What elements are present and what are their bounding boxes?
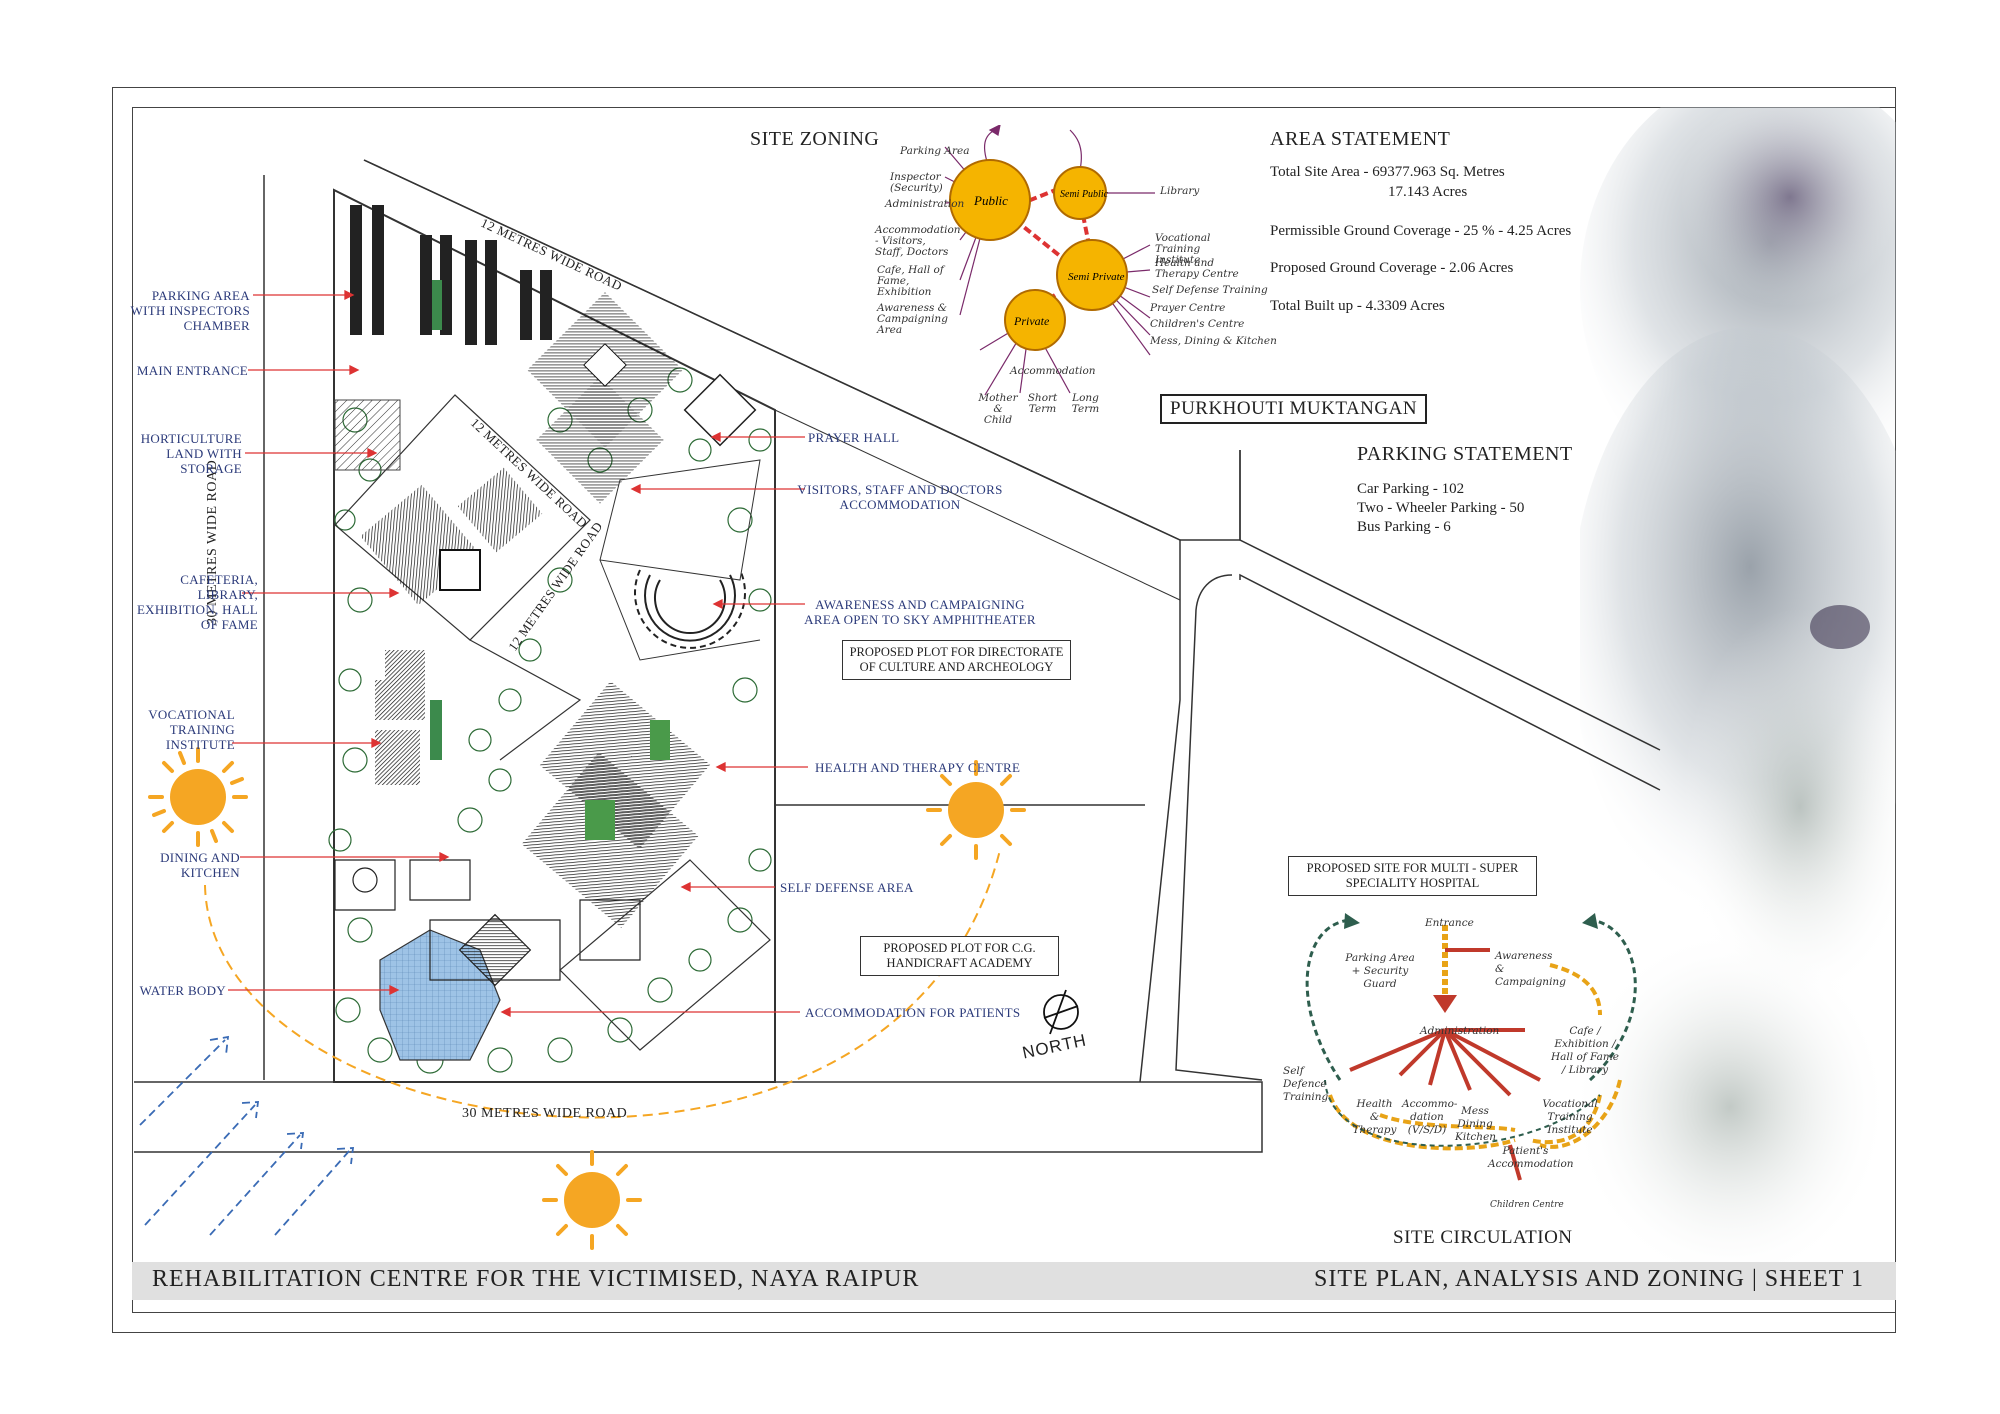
callout-main-entrance: MAIN ENTRANCE [136,363,248,378]
area-total-site: Total Site Area - 69377.963 Sq. Metres [1270,164,1505,180]
circ-label-health: Health & Therapy [1352,1098,1397,1136]
callout-prayer-hall: PRAYER HALL [808,430,900,445]
callout-arrows-left [228,289,450,996]
north-arrow-icon [1043,989,1079,1035]
area-permissible: Permissible Ground Coverage - 25 % - 4.2… [1270,223,1572,239]
sun-path [204,849,1001,1119]
circ-label-self-defense: Self Defence Training [1283,1065,1329,1103]
callout-self-defense: SELF DEFENSE AREA [780,880,914,895]
zone-semi-public: Semi Public [1060,189,1109,200]
amphitheater [634,569,746,649]
circ-label-entrance: Entrance [1425,917,1474,929]
site-name-box: PURKHOUTI MUKTANGAN [1160,394,1428,424]
prayer-hall [683,373,757,447]
area-built-up: Total Built up - 4.3309 Acres [1270,298,1445,314]
plot-label-hospital: PROPOSED SITE FOR MULTI - SUPER SPECIALI… [1288,856,1537,896]
parking-statement-heading: PARKING STATEMENT [1357,443,1573,465]
callout-awareness: AWARENESS AND CAMPAIGNING AREA OPEN TO S… [804,597,1036,627]
circ-label-admin: Administration [1420,1025,1500,1037]
zoning-label-self-defense: Self Defense Training [1152,284,1268,296]
zone-public: Public [973,193,1008,208]
site-zoning-heading: SITE ZONING [750,128,880,150]
vocational-block [375,650,442,785]
zoning-label-long-term: Long Term [1071,392,1100,415]
callout-water-body: WATER BODY [139,983,226,998]
sheet-title: SITE PLAN, ANALYSIS AND ZONING | SHEET 1 [1314,1266,1864,1292]
zoning-label-health: Health and Therapy Centre [1155,257,1239,280]
parking-car: Car Parking - 102 [1357,481,1465,497]
zone-semi-private: Semi Private [1068,271,1125,283]
area-total-site-acres: 17.143 Acres [1388,184,1468,200]
watercolor-decoration [1580,107,1896,1262]
site-zoning-diagram: Public Semi Public Semi Private Private [944,125,1155,396]
visitors-accommodation [527,292,683,504]
road-label-30-bottom: 30 METRES WIDE ROAD [462,1106,628,1121]
plot-label-handicraft: PROPOSED PLOT FOR C.G. HANDICRAFT ACADEM… [860,936,1059,976]
circ-label-mess: Mess Dining Kitchen [1455,1105,1497,1143]
zoning-label-mess: Mess, Dining & Kitchen [1150,335,1277,347]
zoning-label-accommodation-visitors: Accommodation - Visitors, Staff, Doctors [875,224,961,258]
callout-parking: PARKING AREA WITH INSPECTORS CHAMBER [130,288,250,333]
area-statement-heading: AREA STATEMENT [1270,128,1451,150]
circ-label-children: Children Centre [1490,1200,1564,1210]
zone-private: Private [1013,314,1050,328]
zoning-label-mother-child: Mother & Child [978,392,1018,426]
plot-label-directorate: PROPOSED PLOT FOR DIRECTORATE OF CULTURE… [842,640,1071,680]
zoning-label-accommodation: Accommodation [1010,365,1096,377]
callout-health: HEALTH AND THERAPY CENTRE [815,760,1021,775]
parking-rows [350,205,552,345]
circ-label-awareness: Awareness & Campaigning [1495,950,1566,988]
circ-label-vocational: Vocational Training Institute [1542,1098,1598,1136]
zoning-label-parking: Parking Area [900,145,970,157]
circ-label-patients: Patient's Accommodation [1488,1145,1574,1170]
patients-accommodation [429,899,641,987]
zoning-label-short-term: Short Term [1027,392,1058,415]
sheet-inner-frame [132,107,1896,1313]
zoning-label-inspector: Inspector (Security) [890,171,943,194]
health-centre [521,681,711,928]
cafeteria-block [360,467,543,606]
circ-label-accommodation: Accommo-dation (V/S/D) [1402,1098,1458,1136]
project-title: REHABILITATION CENTRE FOR THE VICTIMISED… [152,1266,920,1292]
site-circulation-diagram [1305,913,1637,1181]
zoning-label-vocational: Vocational Training Institute [1155,232,1211,266]
circ-label-parking: Parking Area + Security Guard [1345,952,1415,990]
callout-vocational: VOCATIONAL TRAINING INSTITUTE [148,707,235,752]
sun-icon [542,1150,642,1250]
parking-two-wheeler: Two - Wheeler Parking - 50 [1357,500,1525,516]
water-body [379,929,501,1061]
zoning-label-prayer: Prayer Centre [1150,302,1226,314]
dining-block [334,859,471,911]
zoning-label-children: Children's Centre [1150,318,1245,330]
parking-bus: Bus Parking - 6 [1357,519,1451,535]
callout-visitors: VISITORS, STAFF AND DOCTORS ACCOMMODATIO… [797,482,1003,512]
zoning-label-library: Library [1160,185,1200,197]
circ-label-cafe: Cafe / Exhibition / Hall of Fame / Libra… [1550,1025,1620,1076]
sun-icon [148,747,248,847]
callout-dining: DINING AND KITCHEN [160,850,240,880]
self-defense-area [559,859,771,1051]
callout-horticulture: HORTICULTURE LAND WITH STORAGE [140,431,242,476]
callout-cafeteria: CAFETERIA, LIBRARY, EXHIBITION, HALL OF … [136,572,258,632]
wind-arrows [139,1035,355,1236]
zoning-label-cafe: Cafe, Hall of Fame, Exhibition [877,264,944,298]
zoning-label-admin: Administration [885,198,965,210]
site-circulation-heading: SITE CIRCULATION [1393,1227,1573,1248]
area-proposed: Proposed Ground Coverage - 2.06 Acres [1270,260,1514,276]
callout-patients: ACCOMMODATION FOR PATIENTS [805,1005,1021,1020]
zoning-label-awareness: Awareness & Campaigning Area [877,302,948,336]
title-bar [132,1262,1896,1300]
callout-arrows-right [500,431,808,1018]
horticulture-block [334,399,401,471]
sun-icon [926,760,1026,860]
